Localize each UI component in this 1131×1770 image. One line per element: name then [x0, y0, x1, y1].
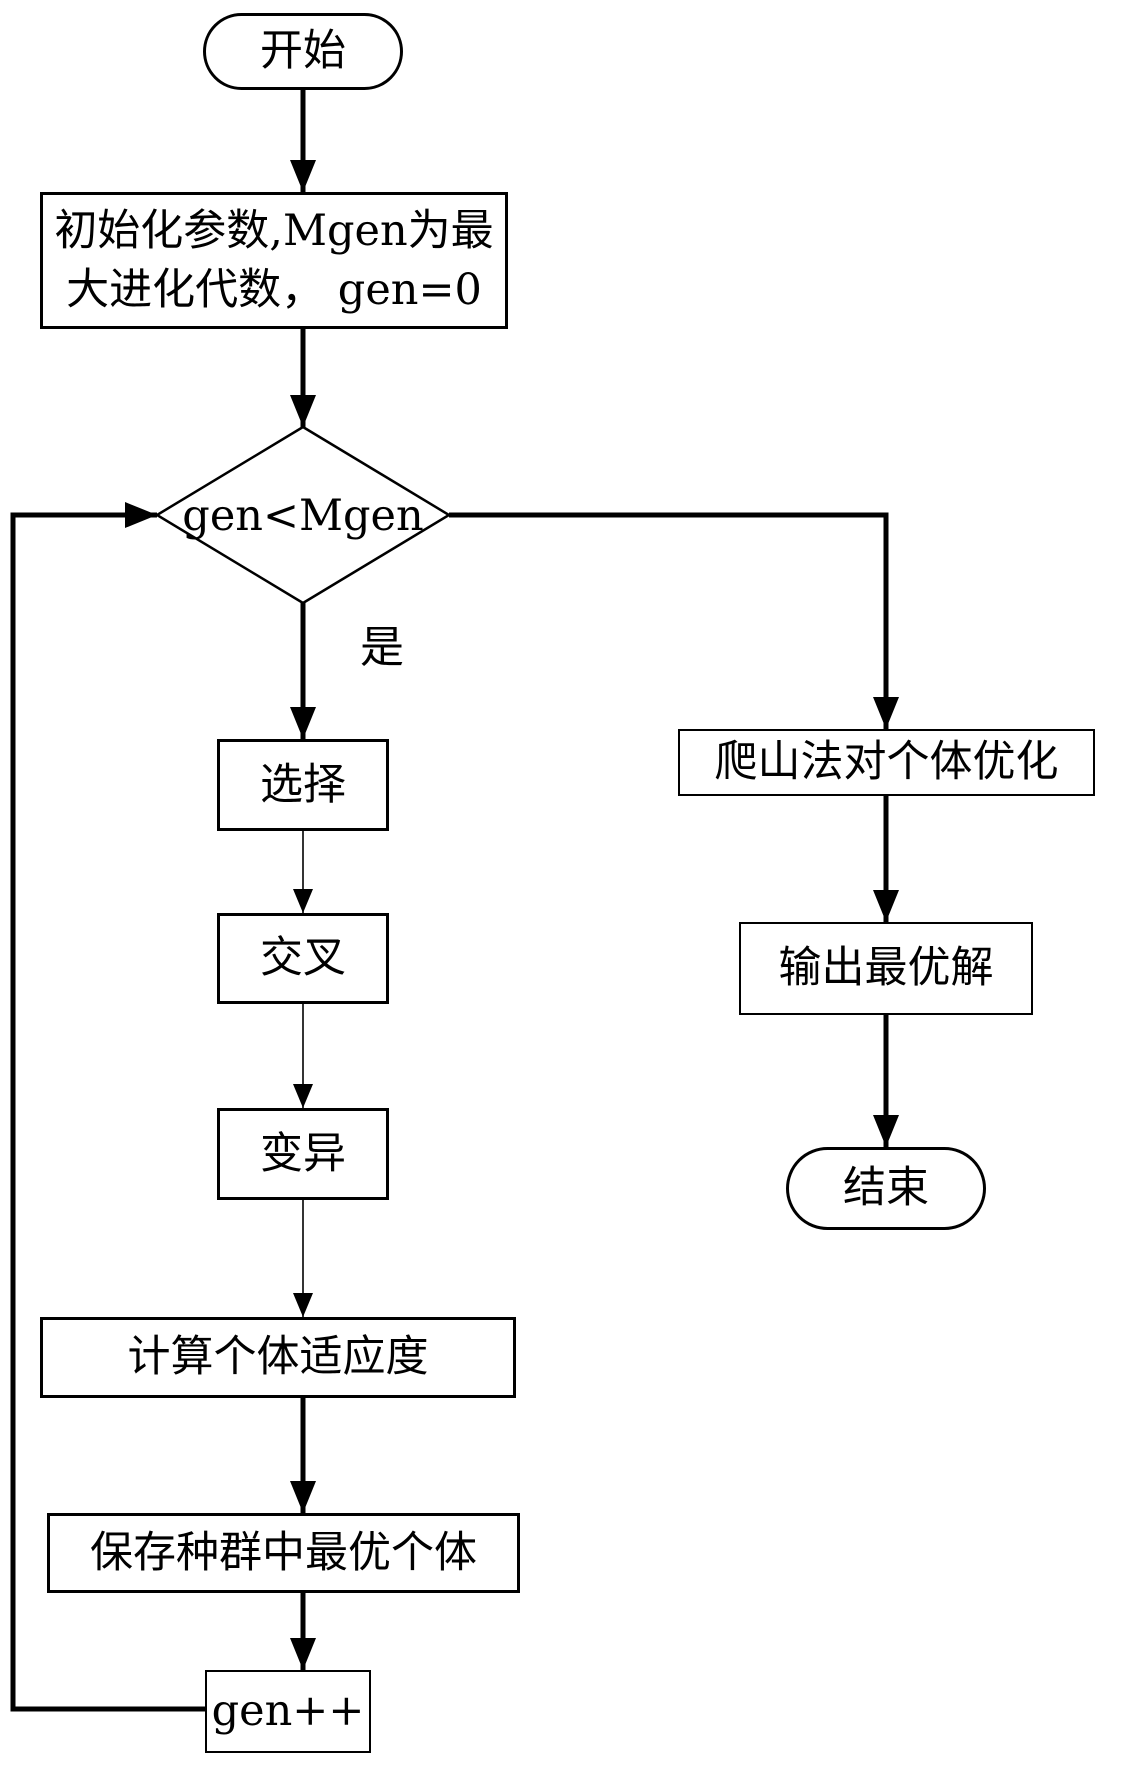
end-node-label: 结束: [843, 1163, 929, 1214]
output-best-node: 输出最优解: [739, 922, 1033, 1015]
arrow-decision-to-hill-climb: [449, 512, 899, 729]
selection-node: 选择: [217, 739, 389, 831]
arrow-loop-gen-increment-to-decision: [10, 502, 205, 1712]
selection-node-label: 选择: [260, 759, 346, 810]
decision-node-label: gen<Mgen: [182, 490, 424, 541]
crossover-node-label: 交叉: [260, 933, 346, 984]
hill-climb-node: 爬山法对个体优化: [678, 729, 1095, 796]
end-node: 结束: [786, 1147, 986, 1230]
save-best-node-label: 保存种群中最优个体: [90, 1527, 477, 1578]
start-node: 开始: [203, 13, 403, 90]
crossover-node: 交叉: [217, 913, 389, 1004]
fitness-node-label: 计算个体适应度: [127, 1332, 429, 1383]
start-node-label: 开始: [260, 26, 346, 77]
init-params-node: 初始化参数,Mgen为最大进化代数， gen=0: [40, 192, 508, 329]
gen-increment-node: gen++: [205, 1670, 371, 1753]
hill-climb-node-label: 爬山法对个体优化: [714, 737, 1059, 788]
save-best-node: 保存种群中最优个体: [47, 1513, 520, 1593]
decision-node-shape: [154, 425, 452, 605]
gen-increment-node-label: gen++: [211, 1686, 365, 1737]
output-best-node-label: 输出最优解: [778, 943, 994, 994]
fitness-node: 计算个体适应度: [40, 1317, 516, 1398]
init-params-node-label: 初始化参数,Mgen为最大进化代数， gen=0: [54, 206, 494, 315]
mutation-node-label: 变异: [260, 1128, 346, 1179]
yes-branch-label: 是: [360, 622, 404, 673]
mutation-node: 变异: [217, 1108, 389, 1200]
